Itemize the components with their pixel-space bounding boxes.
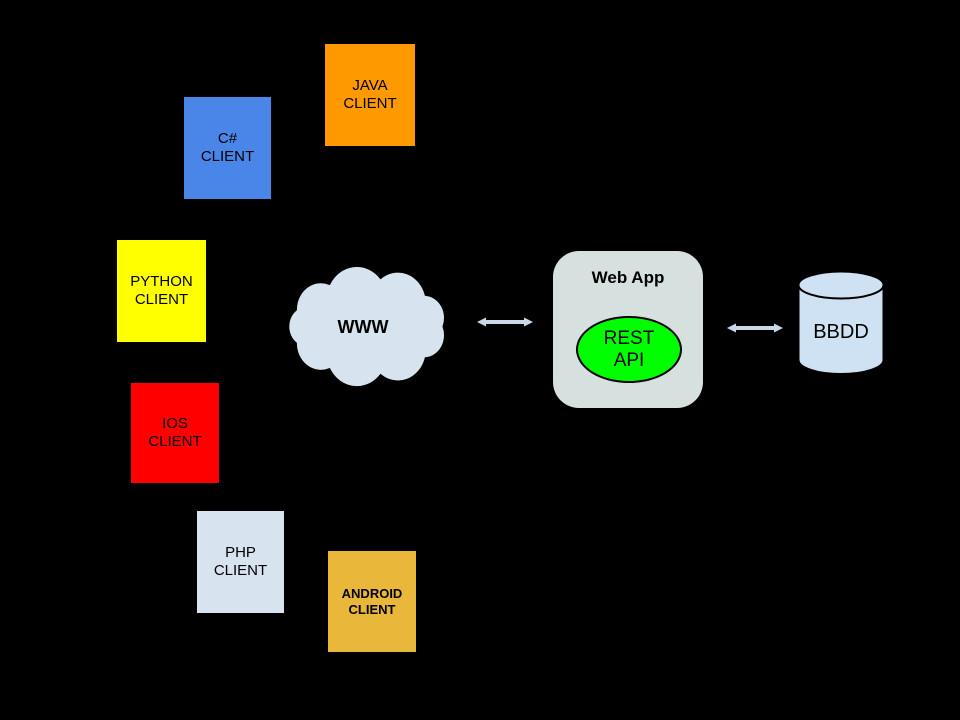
double-arrow-shape bbox=[727, 323, 783, 333]
php-client-label: PHP CLIENT bbox=[213, 544, 268, 579]
www-cloud-icon bbox=[287, 264, 447, 389]
database-cylinder-body bbox=[797, 285, 885, 375]
web-app-node: Web App REST API bbox=[553, 251, 703, 408]
android-client-node: ANDROID CLIENT bbox=[327, 550, 417, 653]
www-cloud-shape bbox=[287, 264, 447, 389]
java-client-node: JAVA CLIENT bbox=[324, 43, 416, 147]
csharp-client-label: C# CLIENT bbox=[200, 130, 255, 165]
database-label: BBDD bbox=[813, 321, 869, 343]
www-label: WWW bbox=[337, 317, 389, 337]
ios-client-node: IOS CLIENT bbox=[130, 382, 220, 484]
csharp-client-node: C# CLIENT bbox=[183, 96, 272, 200]
rest-api-label: REST API bbox=[603, 328, 655, 371]
android-client-label: ANDROID CLIENT bbox=[341, 585, 403, 617]
double-arrow-shape bbox=[477, 317, 533, 327]
ios-client-label: IOS CLIENT bbox=[148, 415, 202, 450]
webapp-bbdd-double-arrow-icon bbox=[727, 323, 783, 333]
python-client-node: PYTHON CLIENT bbox=[116, 239, 207, 343]
web-app-title: Web App bbox=[591, 268, 665, 287]
php-client-node: PHP CLIENT bbox=[196, 510, 285, 614]
database-cylinder-icon bbox=[797, 270, 885, 375]
java-client-label: JAVA CLIENT bbox=[343, 77, 397, 112]
rest-api-node: REST API bbox=[576, 316, 682, 383]
python-client-label: PYTHON CLIENT bbox=[130, 273, 193, 308]
www-webapp-double-arrow-icon bbox=[477, 317, 533, 327]
database-cylinder-top bbox=[797, 270, 885, 300]
